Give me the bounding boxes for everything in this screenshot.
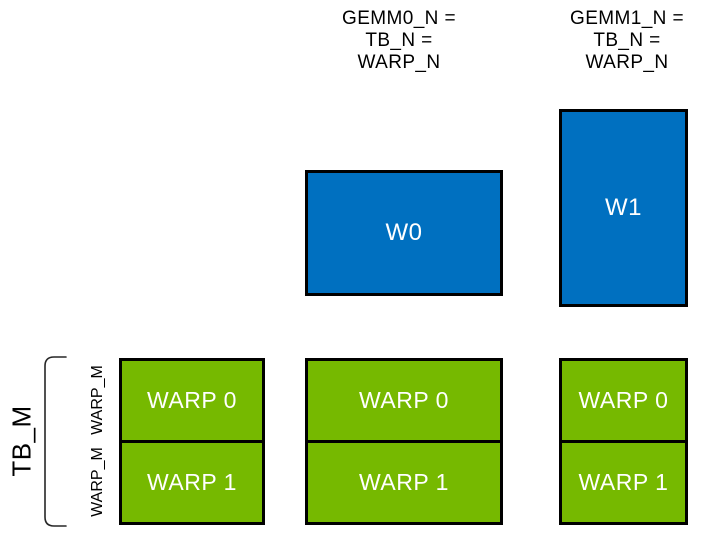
- warp-cell: WARP 1: [559, 440, 688, 525]
- tb-m-bracket: [44, 356, 67, 527]
- warp-cell-label: WARP 1: [147, 469, 237, 495]
- warp-column-1: WARP 0 WARP 1: [305, 358, 503, 525]
- w1-box: W1: [559, 109, 688, 307]
- warp-cell-label: WARP 1: [578, 469, 669, 495]
- warp-cell: WARP 0: [119, 358, 265, 443]
- w1-label: W1: [605, 194, 642, 221]
- warp-cell-label: WARP 0: [147, 387, 237, 413]
- warp-cell-label: WARP 0: [578, 387, 669, 413]
- gemm0-header-line-3: WARP_N: [357, 52, 441, 73]
- warp-cell: WARP 0: [305, 358, 503, 443]
- gemm1-header-line-3: WARP_N: [585, 52, 669, 73]
- gemm1-header-line-2: TB_N =: [593, 30, 661, 51]
- gemm0-header: GEMM0_N = TB_N = WARP_N: [299, 8, 499, 74]
- warp-m-label-1: WARP_M: [89, 447, 106, 517]
- warp-column-2: WARP 0 WARP 1: [559, 358, 688, 525]
- warp-cell-label: WARP 0: [359, 387, 449, 413]
- warp-cell: WARP 1: [305, 440, 503, 525]
- warp-m-label-0: WARP_M: [89, 365, 106, 435]
- tb-m-label: TB_M: [6, 405, 37, 477]
- gemm0-header-line-1: GEMM0_N =: [342, 8, 456, 29]
- w0-box: W0: [305, 170, 503, 296]
- w0-label: W0: [385, 219, 423, 246]
- warp-column-0: WARP 0 WARP 1: [119, 358, 265, 525]
- gemm0-header-line-2: TB_N =: [365, 30, 433, 51]
- warp-cell: WARP 0: [559, 358, 688, 443]
- warp-cell: WARP 1: [119, 440, 265, 525]
- warp-cell-label: WARP 1: [359, 469, 449, 495]
- gemm1-header-line-1: GEMM1_N =: [570, 8, 684, 29]
- gemm1-header: GEMM1_N = TB_N = WARP_N: [527, 8, 720, 74]
